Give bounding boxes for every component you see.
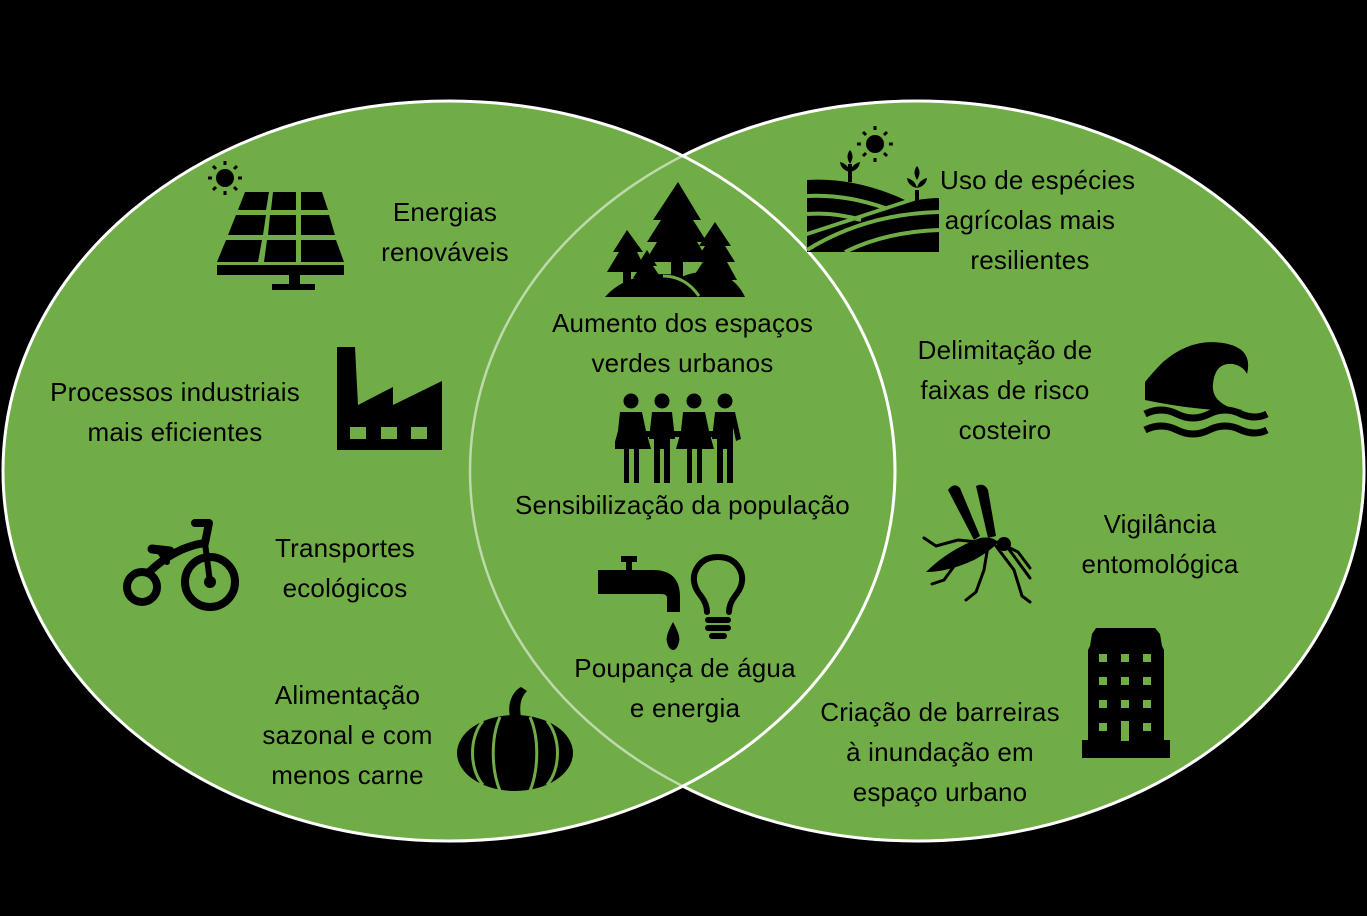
label-energias-renovaveis: Energias renováveis [381,197,509,267]
people-icon [615,393,741,483]
label-sensibilizacao: Sensibilização da população [515,490,850,520]
label-especies-agricolas: Uso de espécies agrícolas mais resilient… [940,165,1136,275]
farmland-icon [805,126,940,252]
label-alimentacao-sazonal: Alimentação sazonal e com menos carne [262,680,433,790]
forest-icon [605,182,745,297]
solar-panel-icon [208,161,344,290]
bicycle-icon [123,519,239,611]
label-vigilancia-entomologica: Vigilância entomológica [1081,509,1239,579]
label-barreiras-inundacao: Criação de barreiras à inundação em espa… [820,697,1060,807]
building-icon [1082,628,1170,758]
label-processos-industriais: Processos industriais mais eficientes [50,377,300,447]
mosquito-icon [922,484,1032,604]
pumpkin-icon [457,687,573,792]
label-poupanca-agua-energia: Poupança de água e energia [574,653,796,723]
left-circle-outline [1,99,897,843]
label-espacos-verdes: Aumento dos espaços verdes urbanos [551,308,814,378]
label-risco-costeiro: Delimitação de faixas de risco costeiro [917,335,1093,445]
tap-and-bulb-icon [598,553,746,650]
factory-icon [337,347,442,450]
wave-icon [1143,342,1269,438]
label-transportes-ecologicos: Transportes ecológicos [275,533,415,603]
